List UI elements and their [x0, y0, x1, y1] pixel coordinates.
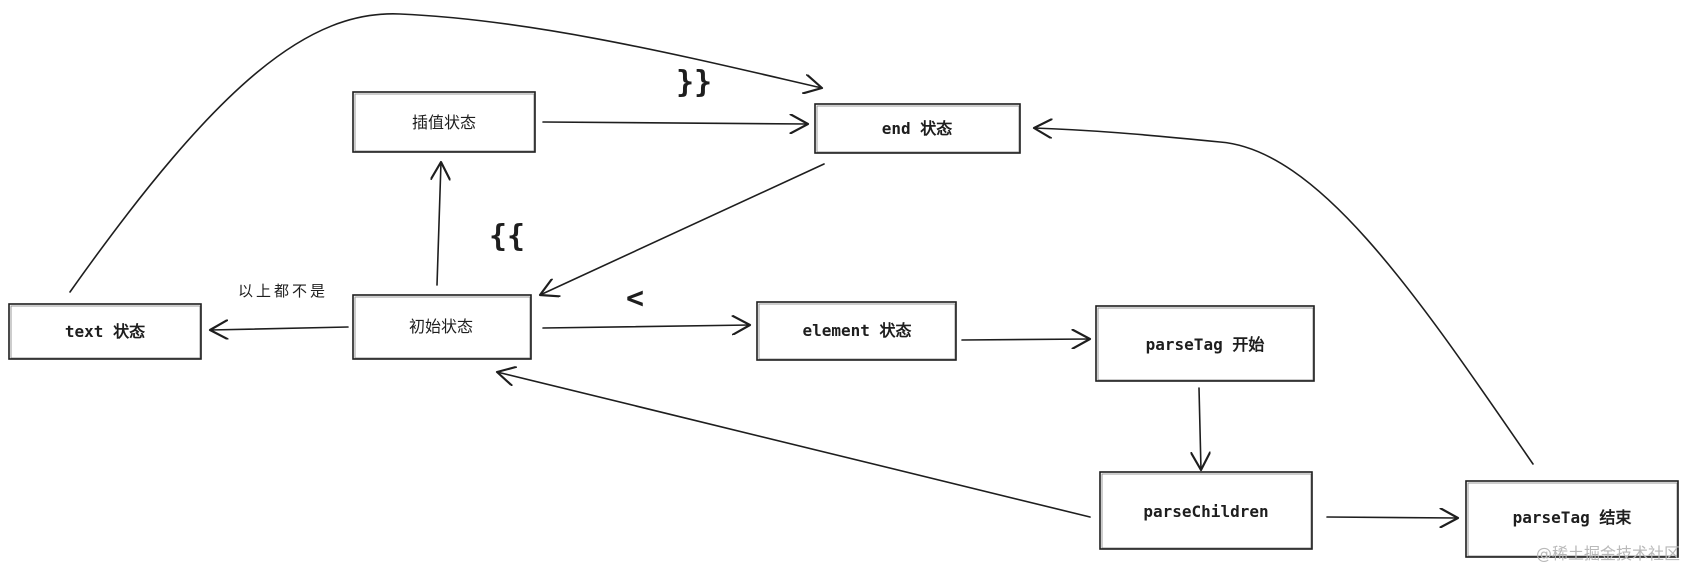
less-than-label: < [626, 281, 644, 316]
node-parsetag-end: parseTag 结束 [1465, 480, 1679, 558]
arrow-initial-to-text [210, 327, 349, 330]
arrow-parse-children-to-parsetag-end [1326, 517, 1458, 518]
node-end: end 状态 [814, 103, 1021, 154]
arrow-insert-to-end [542, 122, 808, 124]
node-insert-label: 插值状态 [412, 113, 476, 132]
node-insert: 插值状态 [352, 91, 536, 153]
node-parse-children-label: parseChildren [1143, 502, 1268, 521]
edge-labels: }} {{ < 以上都不是 [238, 65, 712, 316]
arrow-parsetag-end-to-end [1034, 128, 1534, 465]
edges [69, 13, 1534, 518]
none-of-above-label: 以上都不是 [238, 282, 328, 300]
node-initial-label: 初始状态 [409, 317, 473, 336]
node-end-label: end 状态 [882, 119, 953, 138]
arrow-initial-to-element [542, 325, 750, 328]
arrow-end-to-initial [540, 163, 825, 295]
node-parsetag-start-label: parseTag 开始 [1146, 335, 1265, 354]
arrow-parsetag-start-to-parse-children [1199, 387, 1201, 470]
node-text: text 状态 [8, 303, 202, 360]
arrow-parse-children-to-initial [497, 372, 1091, 518]
arrow-initial-to-insert [437, 162, 441, 286]
node-parsetag-end-label: parseTag 结束 [1513, 508, 1633, 527]
open-braces-label: {{ [489, 219, 525, 254]
arrow-element-to-parsetag-start [961, 339, 1090, 340]
node-element-label: element 状态 [802, 321, 911, 340]
node-parse-children: parseChildren [1099, 471, 1313, 550]
node-parsetag-start: parseTag 开始 [1095, 305, 1315, 382]
node-initial: 初始状态 [352, 294, 532, 360]
node-text-label: text 状态 [65, 322, 145, 341]
node-element: element 状态 [756, 301, 957, 361]
close-braces-label: }} [676, 65, 712, 100]
watermark-text: @稀土掘金技术社区 [1536, 544, 1680, 563]
arrow-text-to-end [69, 13, 822, 293]
